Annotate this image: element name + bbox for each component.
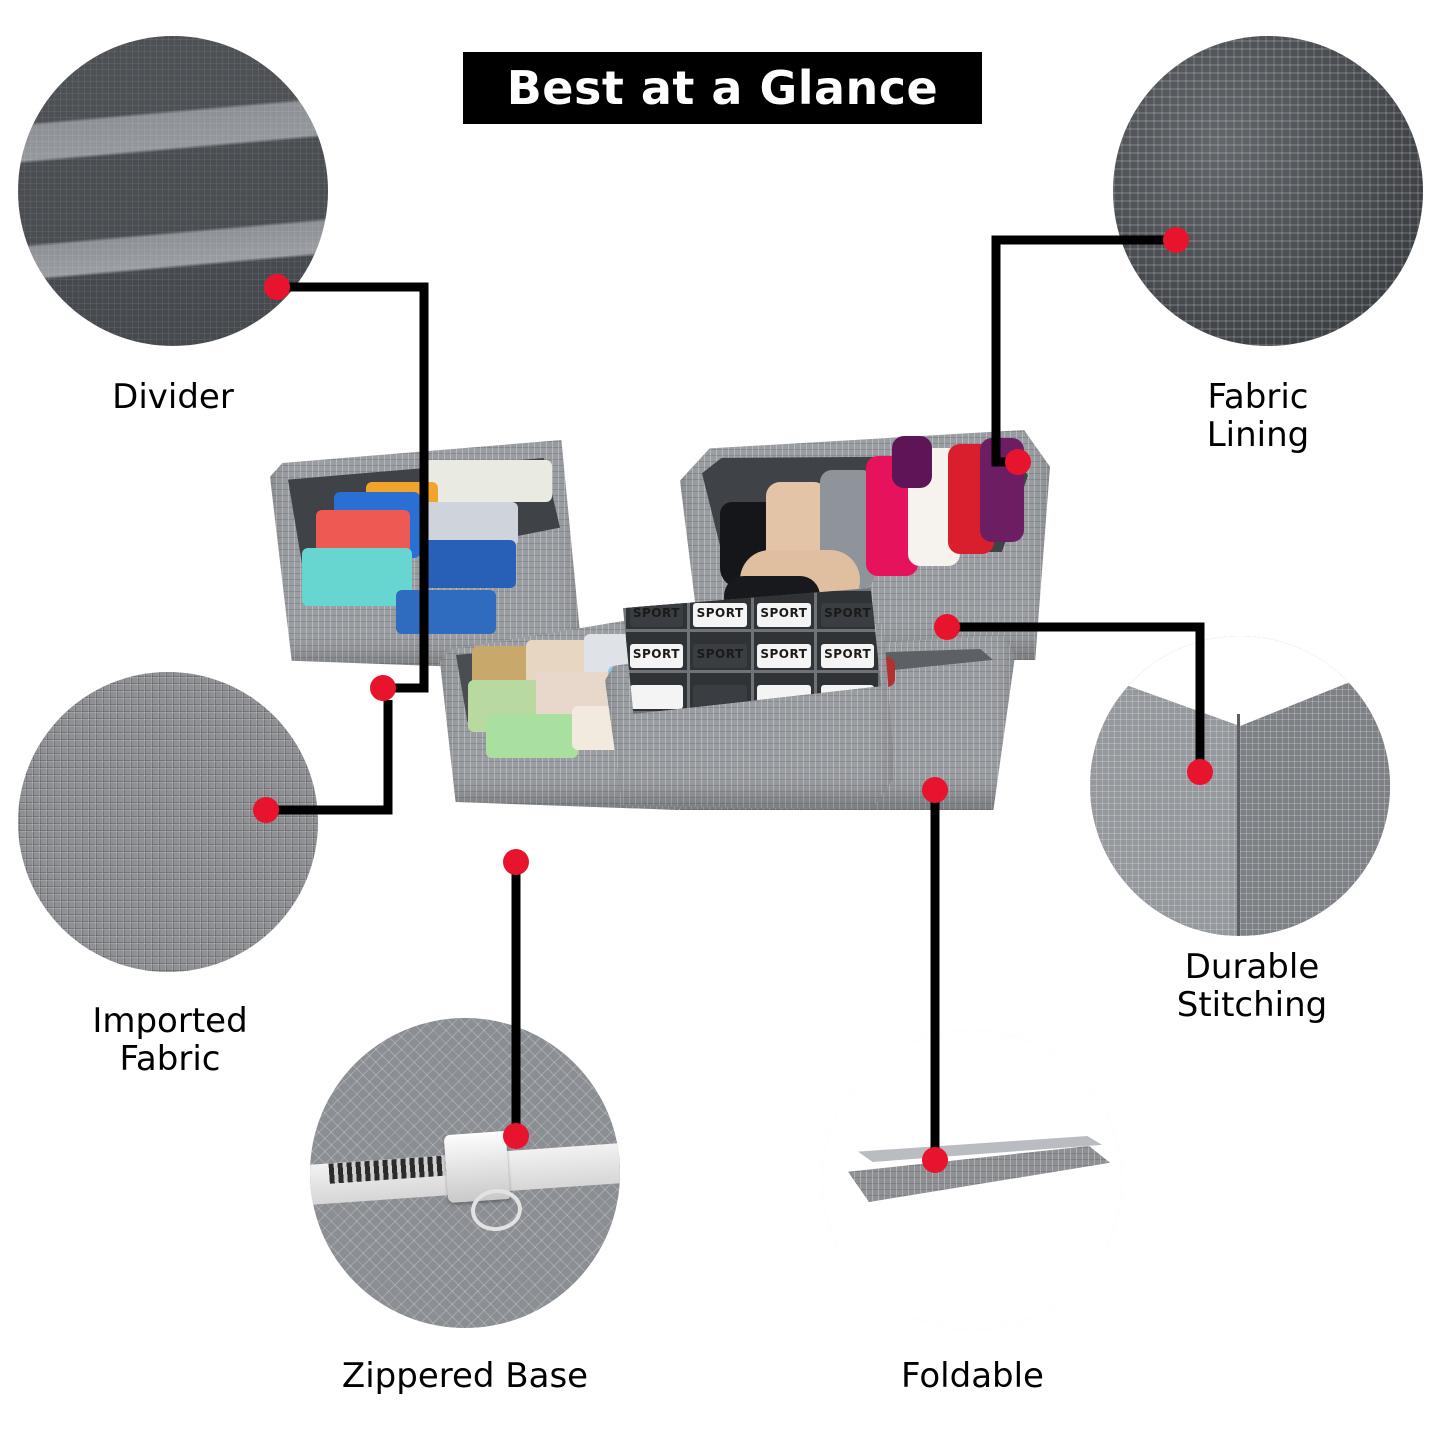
- page-title: Best at a Glance: [506, 61, 939, 115]
- sock-cell: SPORT: [753, 632, 815, 670]
- sock-cell: SPORT: [817, 632, 878, 670]
- callout-dot-divider-source: [264, 274, 290, 300]
- divider-closeup-icon: [18, 36, 328, 346]
- garment: [420, 540, 516, 588]
- callout-dot-foldable-source: [922, 1147, 948, 1173]
- callout-dot-zippered-base-source: [503, 1123, 529, 1149]
- sock-brand-text: SPORT: [760, 605, 808, 620]
- stitching-corner-closeup-icon: [1090, 636, 1390, 936]
- callout-dot-durable-stitching-target: [934, 614, 960, 640]
- callout-label-imported-fabric: Imported Fabric: [92, 1001, 248, 1080]
- imported-fabric-closeup-icon: [18, 672, 318, 972]
- callout-dot-fabric-lining-target: [1005, 449, 1031, 475]
- sock-brand-text: SPORT: [824, 605, 872, 620]
- sock-brand-text: SPORT: [696, 605, 744, 620]
- sock-brand-text: SPORT: [632, 646, 680, 661]
- callout-label-durable-stitching: Durable Stitching: [1176, 947, 1328, 1026]
- callout-dot-foldable-target: [922, 777, 948, 803]
- product-photo: SPORT SPORT SPORT SPORT SPORT SPORT SPOR…: [255, 420, 1055, 840]
- callout-label-divider: Divider: [112, 377, 234, 417]
- callout-label-foldable: Foldable: [901, 1356, 1044, 1396]
- sock-brand-text: SPORT: [696, 646, 744, 661]
- garment: [420, 460, 552, 502]
- garment: [486, 714, 578, 758]
- callout-dot-imported-fabric-source: [253, 797, 279, 823]
- callout-dot-fabric-lining-source: [1163, 227, 1189, 253]
- sock-brand-text: SPORT: [632, 605, 680, 620]
- fabric-lining-closeup-icon: [1113, 36, 1423, 346]
- callout-label-fabric-lining: Fabric Lining: [1206, 377, 1310, 456]
- folded-organizer-panel: [848, 1112, 1110, 1232]
- sock-compartment-grid: SPORT SPORT SPORT SPORT SPORT SPORT SPOR…: [623, 588, 881, 714]
- page-title-banner: Best at a Glance: [463, 52, 982, 124]
- zipper-closeup-icon: [310, 1018, 620, 1328]
- sock-cell: SPORT: [626, 632, 687, 670]
- sock-cell: SPORT: [817, 591, 878, 629]
- sock-cell: SPORT: [753, 591, 815, 629]
- callout-dot-durable-stitching-source: [1187, 759, 1213, 785]
- sock-cell: SPORT: [626, 591, 687, 629]
- sock-cell: SPORT: [689, 632, 751, 670]
- bin-socks-grid-center: SPORT SPORT SPORT SPORT SPORT SPORT SPOR…: [605, 570, 895, 810]
- garment: [892, 436, 932, 488]
- callout-dot-zippered-base-target: [503, 849, 529, 875]
- sock-brand-text: SPORT: [760, 646, 808, 661]
- sock-cell: SPORT: [689, 591, 751, 629]
- sock-brand-text: SPORT: [824, 646, 872, 661]
- callout-dot-divider-target: [370, 675, 396, 701]
- callout-label-zippered-base: Zippered Base: [341, 1356, 589, 1396]
- sock-cell: [626, 673, 687, 711]
